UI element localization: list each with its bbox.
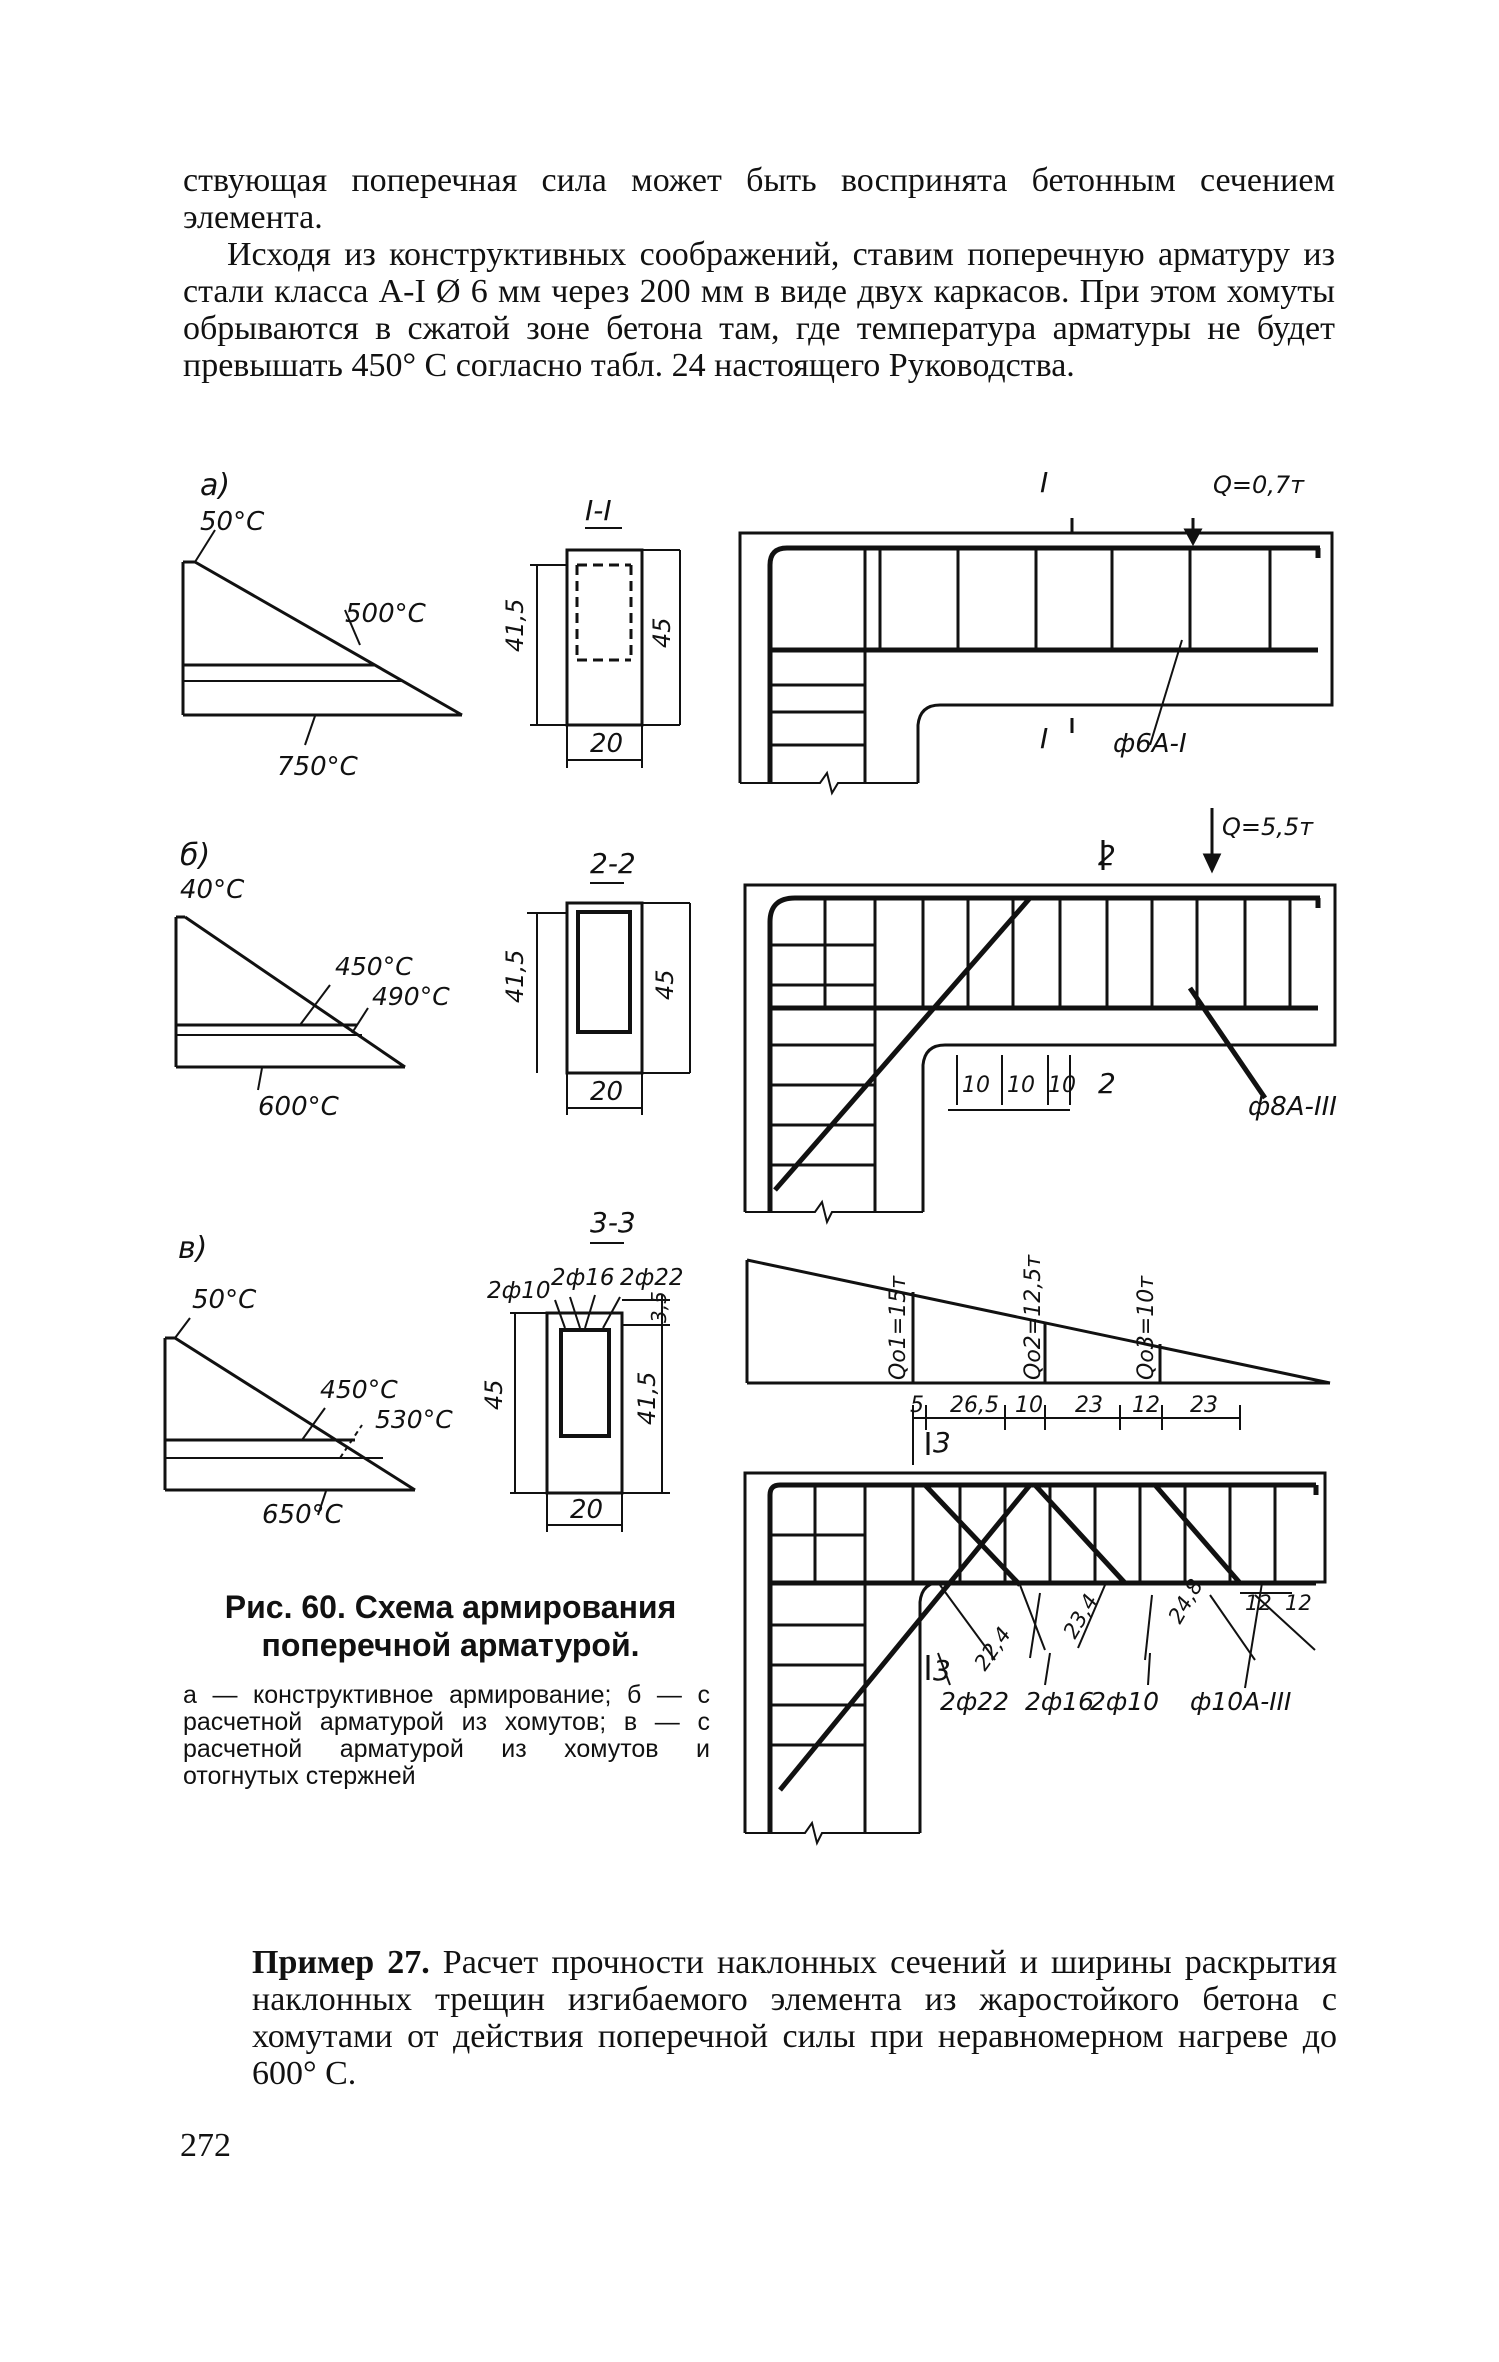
cut-2-top: 2 [1098, 839, 1116, 872]
diag-dim-5: 12 [1285, 1591, 1312, 1615]
section-3-height-inner: 41,5 [633, 1372, 661, 1425]
cut-1-bottom: I [1040, 722, 1048, 755]
bars-left: 2ф10 [487, 1278, 551, 1304]
section-1-label: I-I [585, 494, 612, 527]
example-label: Пример 27. [252, 1944, 430, 1981]
section-1-height-outer: 45 [648, 617, 676, 648]
panel-b-letter: б) [180, 838, 210, 873]
spacing-c-5: 12 [1132, 1393, 1160, 1418]
diag-dim-1: 22,4 [969, 1623, 1015, 1675]
cut-1-top: I [1040, 466, 1048, 499]
bars-right: 2ф22 [620, 1265, 684, 1291]
section-3-height-outer: 45 [480, 1379, 508, 1410]
section-3-label: 3-3 [590, 1206, 636, 1239]
panel-a-temp-bottom: 750°С [277, 752, 359, 782]
cut-3-bottom: 3 [933, 1654, 951, 1687]
temp-diagram-a [181, 529, 463, 746]
panel-a-temp-top: 50°С [200, 507, 265, 537]
bottom-label-2: 2ф16 [1025, 1687, 1094, 1716]
paragraph-reinforcement: Исходя из конструктивных соображений, ст… [183, 236, 1335, 384]
bars-mid: 2ф16 [551, 1265, 615, 1291]
page-number: 272 [180, 2127, 231, 2164]
temp-diagram-c [163, 1317, 416, 1516]
paragraph-continuation: ствующая поперечная сила может быть восп… [183, 162, 1335, 236]
example-paragraph: Пример 27. Расчет прочности наклонных се… [252, 1944, 1337, 2092]
panel-b-temp-bottom: 600°С [258, 1092, 340, 1122]
panel-c-temp-top: 50°С [192, 1285, 257, 1315]
section-1-1 [530, 527, 681, 768]
panel-a-labels: а) 50°С 500°С 750°С I-I 41,5 45 20 I I Q… [200, 466, 1305, 782]
panel-b-temp-mid1: 450°С [335, 952, 413, 981]
section-1-height-inner: 41,5 [501, 599, 529, 652]
spacing-b-3: 10 [1048, 1073, 1076, 1098]
example-text: Расчет прочности наклонных сечений и шир… [252, 1944, 1337, 2092]
panel-c-letter: в) [178, 1231, 207, 1266]
load-b: Q=5,5т [1222, 813, 1314, 841]
panel-c-temp-bottom: 650°С [262, 1500, 344, 1530]
panel-b-temp-mid2: 490°С [372, 982, 450, 1011]
beam-b [743, 808, 1337, 1225]
panel-a-letter: а) [200, 468, 230, 503]
spacing-b-1: 10 [962, 1073, 990, 1098]
section-2-label: 2-2 [590, 847, 636, 880]
section-3-width: 20 [570, 1495, 603, 1525]
spacing-c-4: 23 [1075, 1393, 1103, 1418]
spacing-c-3: 10 [1015, 1393, 1043, 1418]
diag-dim-4: 12 [1245, 1591, 1272, 1615]
panel-b-temp-top: 40°С [180, 875, 245, 905]
shear-qo1: Qo1=15т [886, 1275, 911, 1380]
section-3-cover: 3,5 [647, 1291, 671, 1323]
diag-dim-2: 23,4 [1059, 1590, 1103, 1643]
spacing-c-2: 26,5 [950, 1393, 999, 1418]
bottom-label-3: 2ф10 [1090, 1687, 1159, 1716]
bottom-label-4: ф10А-III [1190, 1687, 1291, 1716]
cut-2-bottom: 2 [1098, 1067, 1116, 1100]
bottom-label-1: 2ф22 [940, 1687, 1009, 1716]
beam-a [738, 518, 1334, 796]
panel-c-labels: в) 50°С 450°С 530°С 650°С 3-3 2ф10 2ф16 … [178, 1206, 1312, 1716]
panel-c-temp-mid2: 530°С [375, 1405, 453, 1434]
section-2-height-outer: 45 [651, 969, 679, 1000]
section-3-3 [510, 1242, 670, 1532]
load-a: Q=0,7т [1213, 471, 1305, 499]
beam-c [743, 1432, 1327, 1846]
cut-3-top: 3 [933, 1426, 951, 1459]
shear-diagram [745, 1258, 1331, 1465]
panel-a-temp-mid: 500°С [345, 599, 427, 629]
spacing-c-1: 5 [910, 1393, 924, 1418]
section-2-height-inner: 41,5 [501, 950, 529, 1003]
rebar-a: ф6А-I [1113, 729, 1187, 759]
figure-caption-title: Рис. 60. Схема армирования поперечной ар… [224, 1589, 677, 1663]
panel-b-labels: б) 40°С 450°С 490°С 600°С 2-2 41,5 45 20… [180, 813, 1337, 1122]
section-1-width: 20 [590, 729, 623, 759]
spacing-c-6: 23 [1190, 1393, 1218, 1418]
section-2-2 [527, 882, 691, 1115]
panel-c-temp-mid1: 450°С [320, 1375, 398, 1404]
section-2-width: 20 [590, 1077, 623, 1107]
spacing-b-2: 10 [1007, 1073, 1035, 1098]
temp-diagram-b [174, 915, 406, 1091]
figure-caption-legend: а — конструктивное армирование; б — с ра… [183, 1681, 710, 1790]
shear-qo3: Qo3=10т [1134, 1275, 1159, 1380]
rebar-b: ф8А-III [1248, 1092, 1337, 1122]
shear-qo2: Qo2=12,5т [1021, 1254, 1046, 1380]
